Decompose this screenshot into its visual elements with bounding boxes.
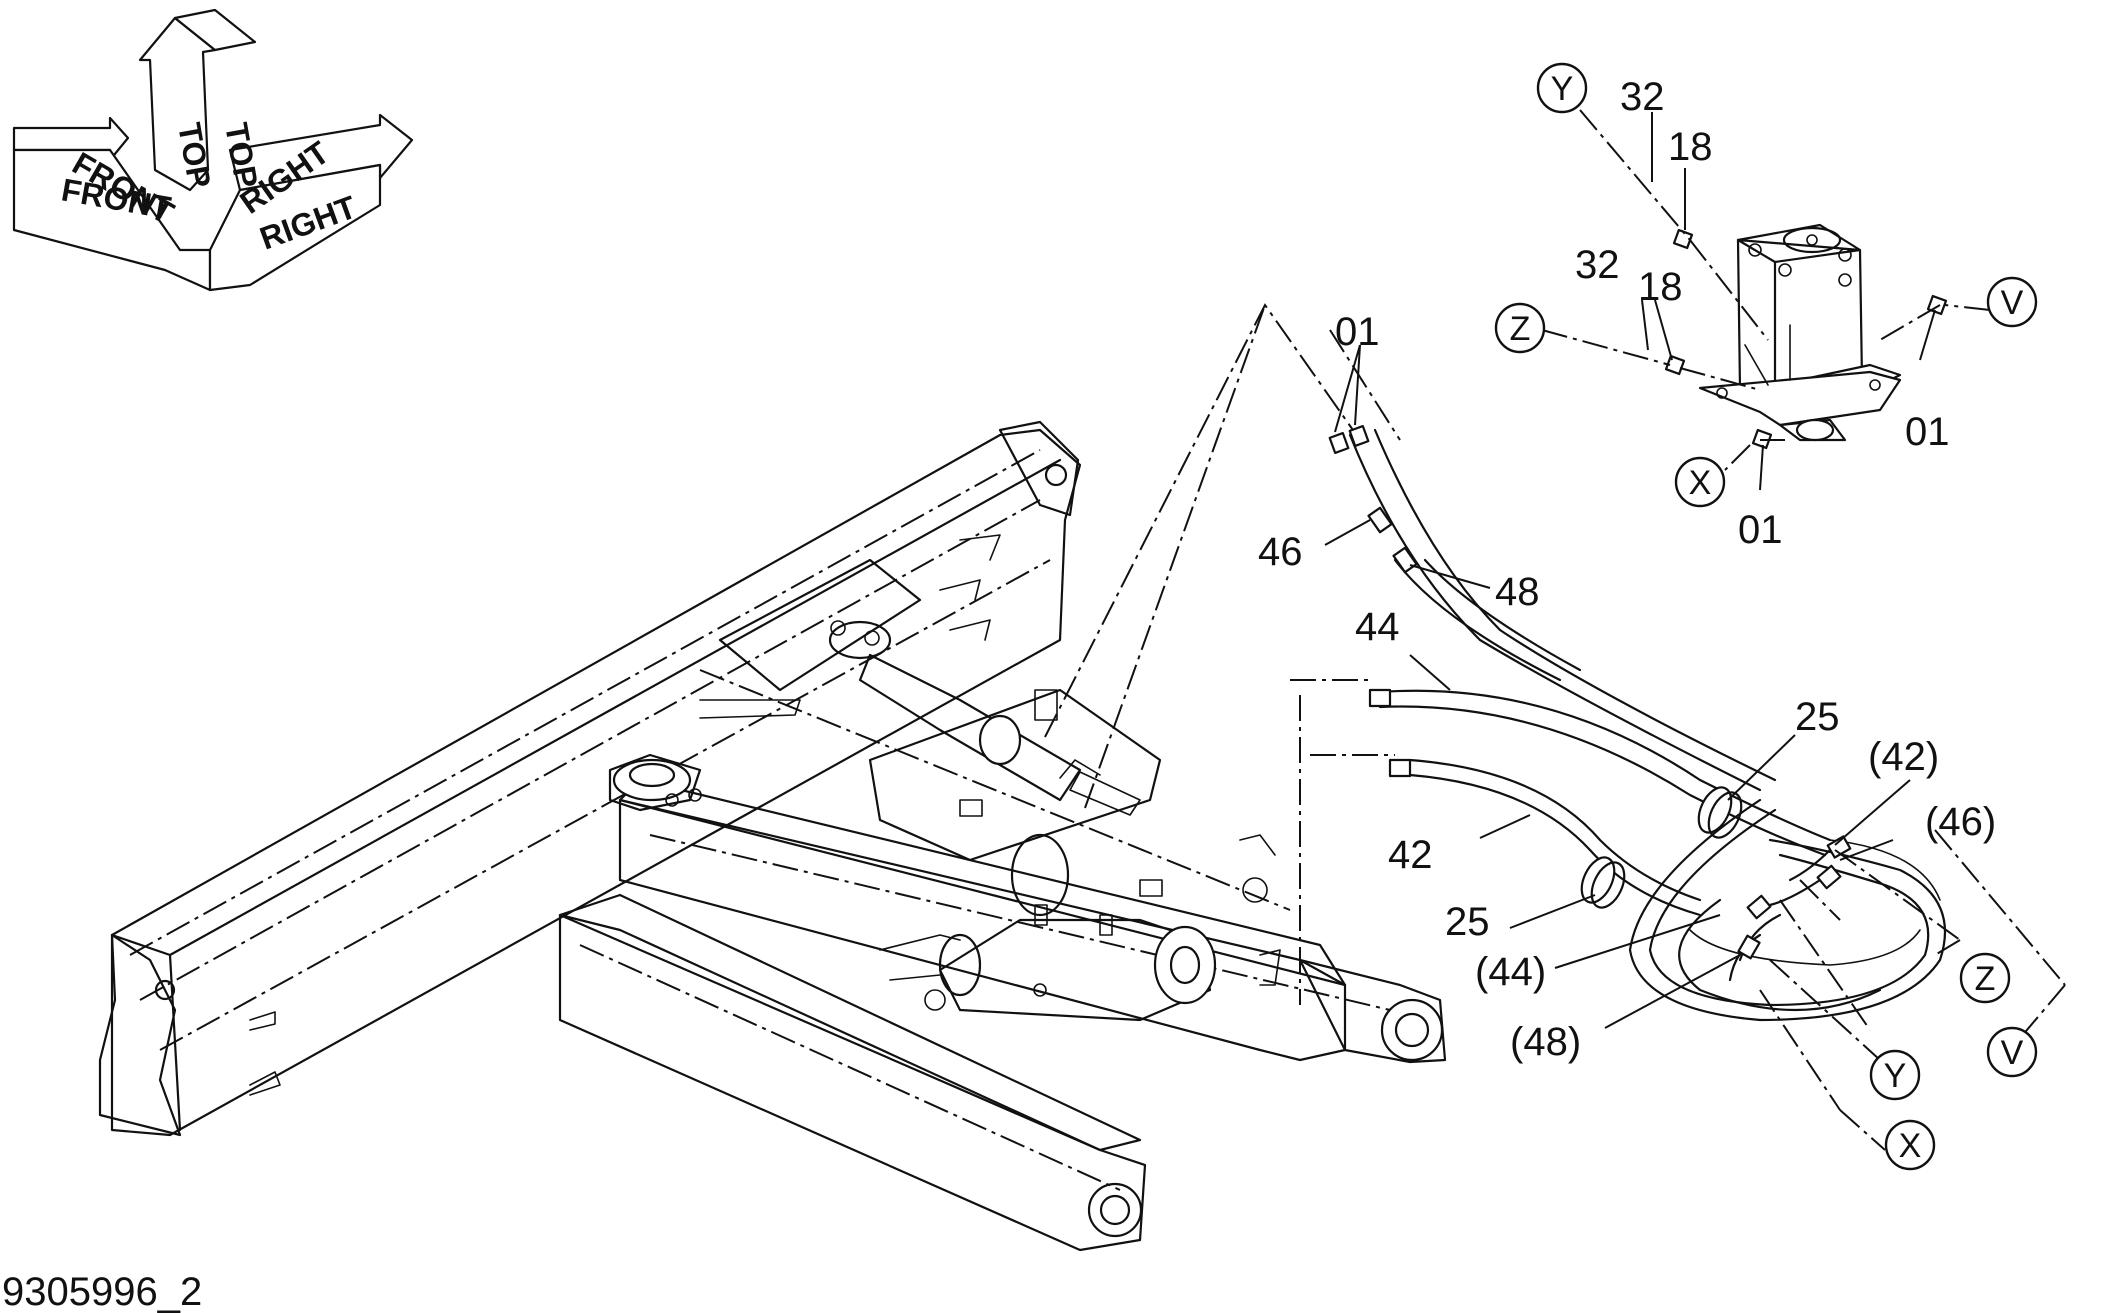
label-42-ref: (42) bbox=[1868, 735, 1939, 779]
label-18-upper: 18 bbox=[1668, 125, 1713, 169]
svg-text:Y: Y bbox=[1884, 1057, 1907, 1095]
grommet-icon bbox=[1580, 786, 1743, 909]
label-leaders bbox=[1324, 112, 1936, 1029]
label-25-lower: 25 bbox=[1445, 900, 1490, 944]
blade-frame-assembly bbox=[98, 420, 1447, 1252]
marker-z-hose: Z bbox=[1959, 952, 2011, 1004]
marker-x-valve: X bbox=[1674, 456, 1726, 508]
part-labels: 01 32 18 32 18 01 01 46 48 44 42 25 25 (… bbox=[1258, 75, 1996, 1064]
marker-z-left: Z bbox=[1494, 302, 1546, 354]
label-48: 48 bbox=[1495, 570, 1540, 614]
svg-text:X: X bbox=[1689, 464, 1712, 502]
label-25-upper: 25 bbox=[1795, 695, 1840, 739]
label-32-lower: 32 bbox=[1575, 243, 1620, 287]
marker-y-hose: Y bbox=[1869, 1049, 1921, 1101]
label-01-valve-right: 01 bbox=[1905, 410, 1950, 454]
label-44-ref: (44) bbox=[1475, 950, 1546, 994]
label-44: 44 bbox=[1355, 605, 1400, 649]
label-01-upper: 01 bbox=[1335, 310, 1380, 354]
label-42: 42 bbox=[1388, 833, 1433, 877]
svg-text:Y: Y bbox=[1551, 70, 1574, 108]
label-18-lower: 18 bbox=[1638, 265, 1683, 309]
marker-v-hose: V bbox=[1986, 1026, 2038, 1078]
svg-text:Z: Z bbox=[1975, 960, 1996, 998]
label-48-ref: (48) bbox=[1510, 1020, 1581, 1064]
marker-x-hose: X bbox=[1884, 1119, 1936, 1171]
label-46: 46 bbox=[1258, 530, 1303, 574]
drawing-number: 9305996_2 bbox=[2, 1270, 202, 1313]
svg-text:X: X bbox=[1899, 1127, 1922, 1165]
valve-block-icon bbox=[1664, 223, 1948, 450]
connection-leaders bbox=[1044, 303, 1401, 1005]
label-46-ref: (46) bbox=[1925, 800, 1996, 844]
connection-bubbles: Y Z V X Z Y V X bbox=[1494, 62, 2038, 1171]
valve-leaders bbox=[1541, 109, 2066, 1151]
svg-text:V: V bbox=[2001, 284, 2024, 322]
marker-v-right: V bbox=[1986, 276, 2038, 328]
marker-y-top: Y bbox=[1536, 62, 1588, 114]
orientation-arrows-icon: FRONT FRONT TOP TOP RIGHT RIGHT bbox=[12, 8, 414, 292]
svg-text:Z: Z bbox=[1510, 310, 1531, 348]
label-32-upper: 32 bbox=[1620, 75, 1665, 119]
hose-routing bbox=[1348, 428, 1947, 1022]
svg-text:V: V bbox=[2001, 1034, 2024, 1072]
label-01-valve-bottom: 01 bbox=[1738, 508, 1783, 552]
